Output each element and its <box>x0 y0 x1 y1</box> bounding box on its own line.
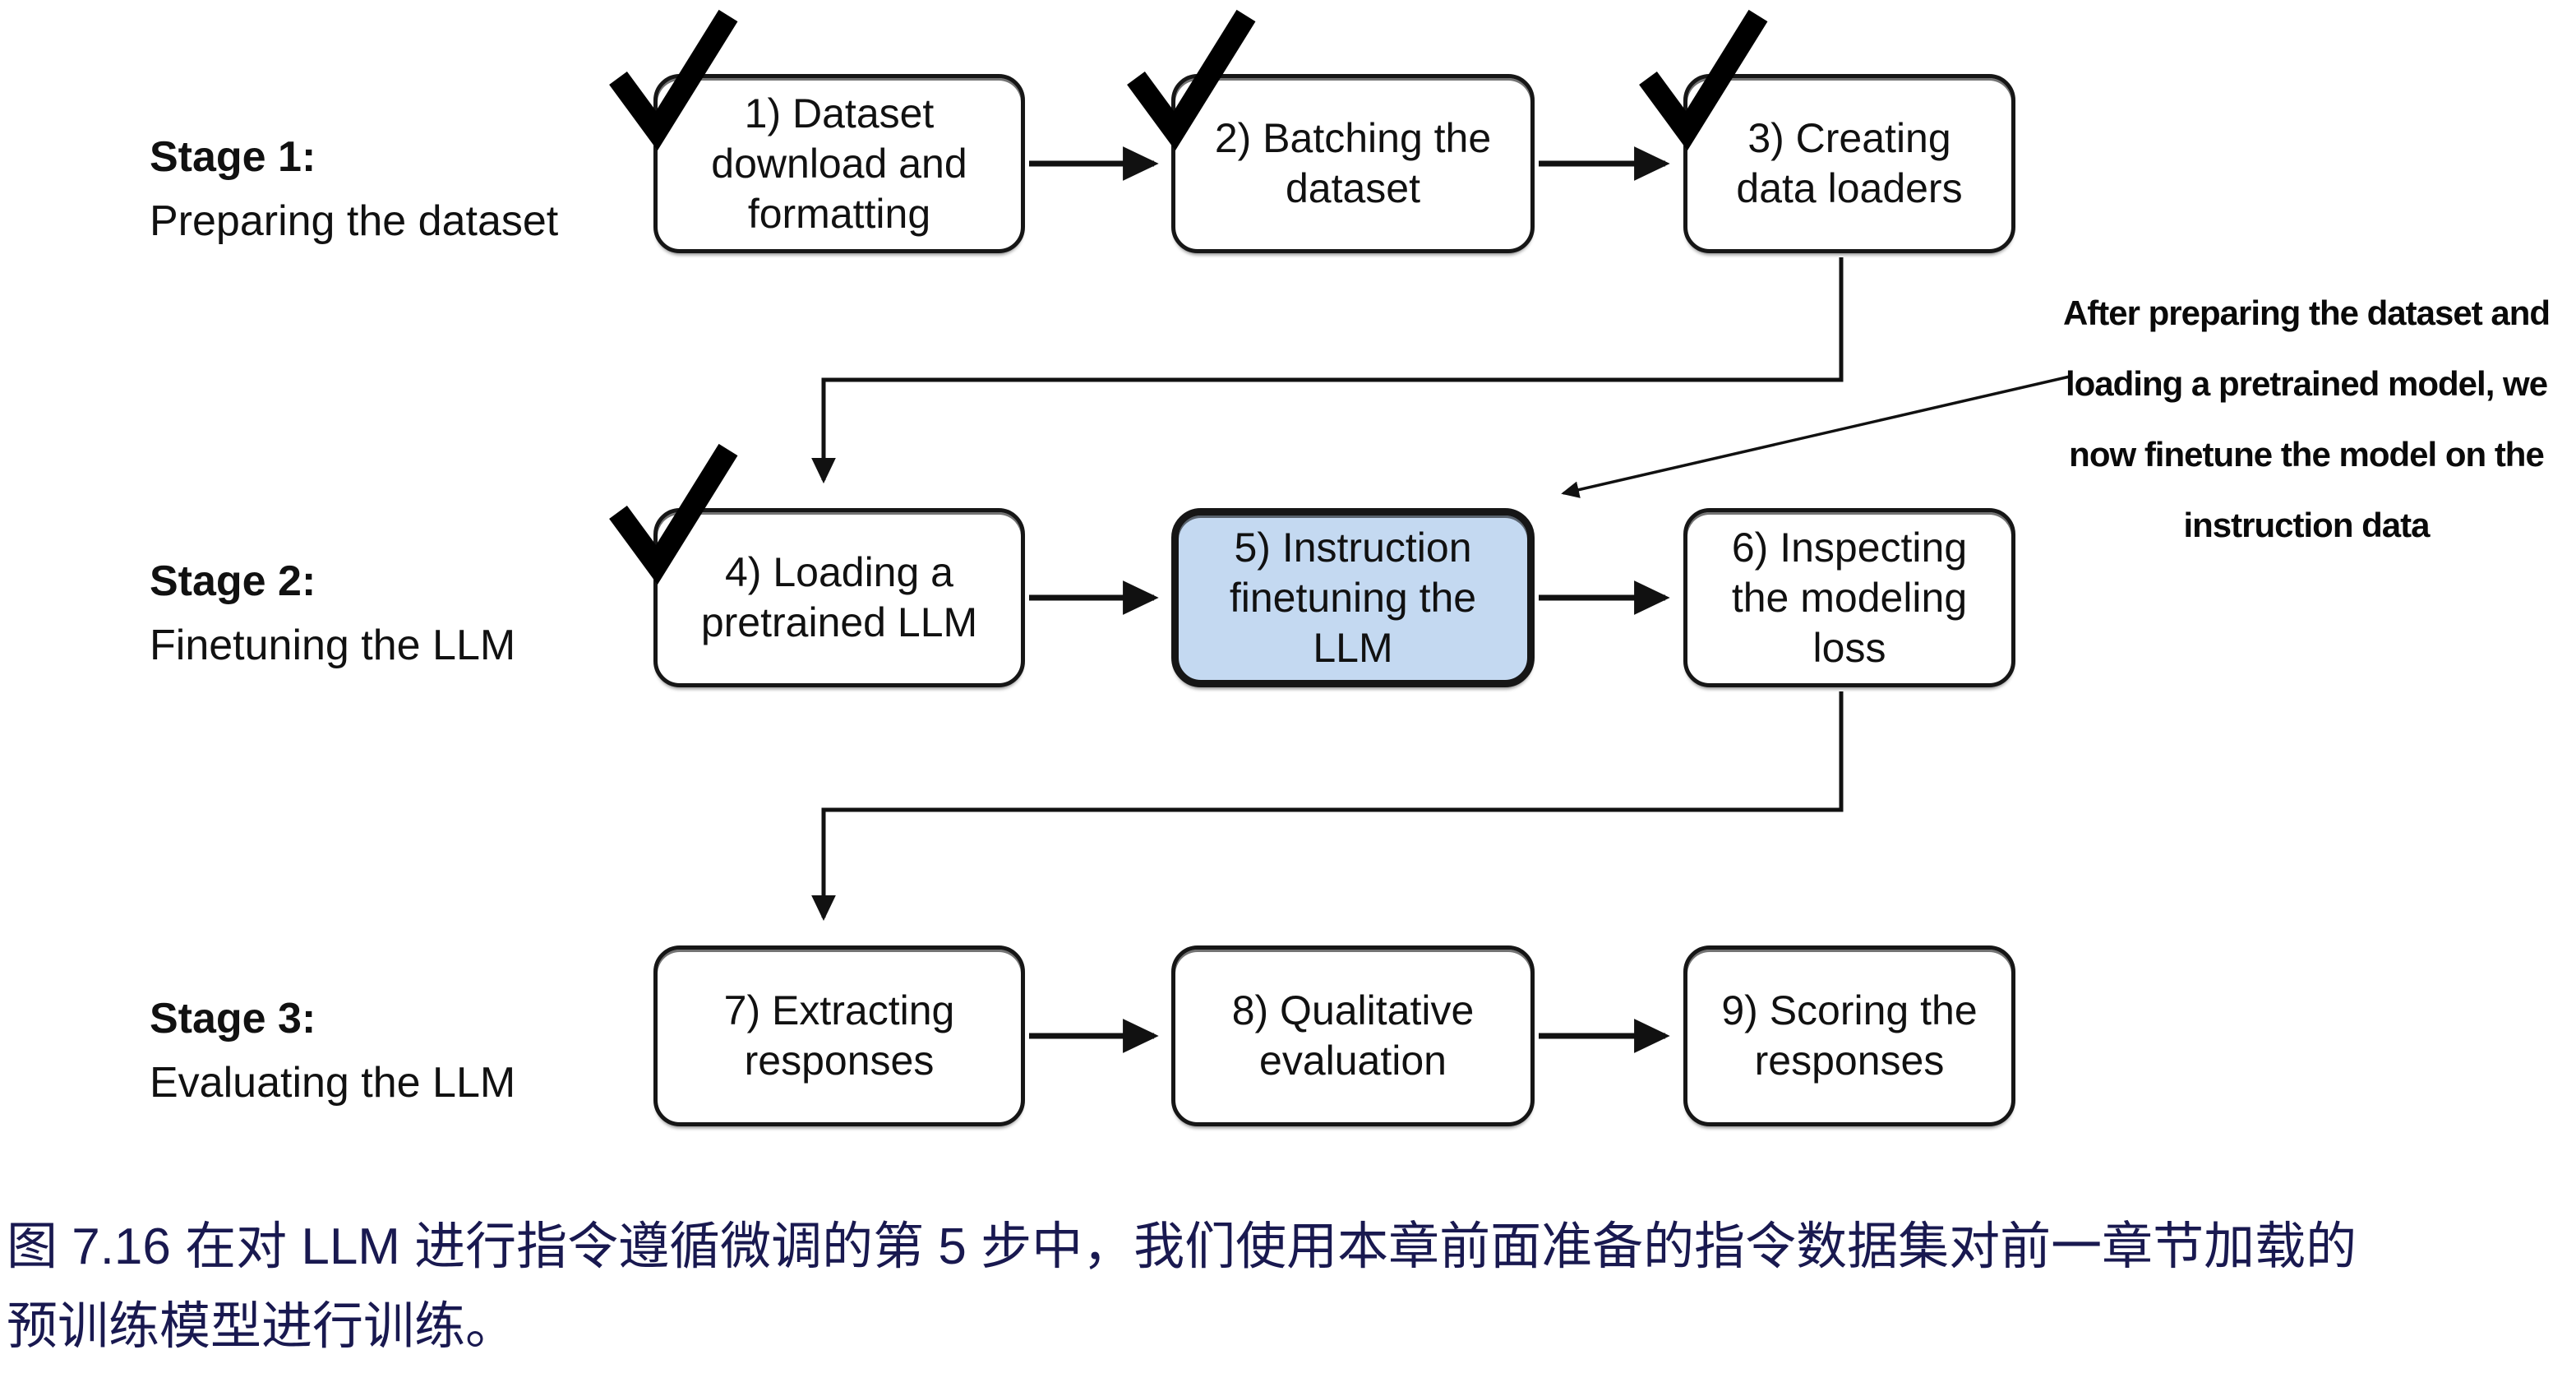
box-text: pretrained LLM <box>700 599 978 645</box>
box-text: loss <box>1812 624 1886 671</box>
stage-2-subtitle: Finetuning the LLM <box>150 622 516 669</box>
elbow-box3-box4 <box>811 257 1844 484</box>
stage-2-label: Stage 2: Finetuning the LLM <box>150 549 515 677</box>
annotation-arrow <box>1561 375 2070 498</box>
box-text: 2) Batching the <box>1214 115 1492 161</box>
caption-line: 图 7.16 在对 LLM 进行指令遵循微调的第 5 步中，我们使用本章前面准备… <box>7 1218 2357 1275</box>
box-text: 7) Extracting <box>723 987 955 1033</box>
flow-box-8-qualitative-evaluation: 8) Qualitative evaluation <box>1171 945 1535 1126</box>
box-text: 9) Scoring the <box>1721 987 1978 1033</box>
stage-3-label: Stage 3: Evaluating the LLM <box>150 987 515 1115</box>
annotation-line: After preparing the dataset and <box>2062 294 2551 332</box>
box-text: download and <box>711 140 967 187</box>
check-icon <box>1639 7 1768 151</box>
flow-box-3-data-loaders: 3) Creating data loaders <box>1639 9 2015 253</box>
stage-2-title: Stage 2: <box>150 557 316 605</box>
box-text: responses <box>744 1038 935 1084</box>
check-icon <box>609 441 738 585</box>
elbow-box6-box7 <box>811 691 1844 922</box>
stage-1-subtitle: Preparing the dataset <box>150 197 559 245</box>
check-icon <box>1127 7 1256 151</box>
box-text: dataset <box>1285 165 1420 211</box>
box-text: 1) Dataset <box>744 90 935 136</box>
annotation-note: After preparing the dataset and loading … <box>2037 278 2576 561</box>
box-text: LLM <box>1313 624 1393 671</box>
figure-caption: 图 7.16 在对 LLM 进行指令遵循微调的第 5 步中，我们使用本章前面准备… <box>7 1207 2576 1366</box>
flow-box-5-instruction-finetuning: 5) Instruction finetuning the LLM <box>1171 508 1535 687</box>
box-text: responses <box>1754 1038 1945 1084</box>
stage-3-title: Stage 3: <box>150 995 316 1042</box>
box-text: finetuning the <box>1229 574 1477 621</box>
box-text: 5) Instruction <box>1234 524 1472 571</box>
caption-line: 预训练模型进行训练。 <box>7 1298 517 1355</box>
annotation-line: instruction data <box>2183 506 2430 544</box>
box-text: 3) Creating <box>1747 115 1951 161</box>
flow-box-7-extracting-responses: 7) Extracting responses <box>653 945 1025 1126</box>
flow-box-6-inspecting-loss: 6) Inspecting the modeling loss <box>1683 508 2015 687</box>
flow-box-2-batching: 2) Batching the dataset <box>1127 9 1535 253</box>
flow-box-9-scoring-responses: 9) Scoring the responses <box>1683 945 2015 1126</box>
box-text: the modeling <box>1731 574 1968 621</box>
box-text: 8) Qualitative <box>1231 987 1475 1033</box>
box-text: data loaders <box>1736 165 1963 211</box>
box-text: 6) Inspecting <box>1731 524 1968 571</box>
annotation-line: now finetune the model on the <box>2069 435 2545 474</box>
box-text: formatting <box>747 190 931 237</box>
box-text: evaluation <box>1259 1038 1447 1084</box>
box-text: 4) Loading a <box>724 549 953 595</box>
flow-box-1-dataset-download: 1) Dataset download and formatting <box>609 9 1025 253</box>
flow-box-4-loading-pretrained: 4) Loading a pretrained LLM <box>609 443 1025 687</box>
stage-1-title: Stage 1: <box>150 133 316 181</box>
annotation-line: loading a pretrained model, we <box>2065 364 2548 403</box>
check-icon <box>609 7 738 151</box>
stage-3-subtitle: Evaluating the LLM <box>150 1059 516 1107</box>
stage-1-label: Stage 1: Preparing the dataset <box>150 125 558 253</box>
